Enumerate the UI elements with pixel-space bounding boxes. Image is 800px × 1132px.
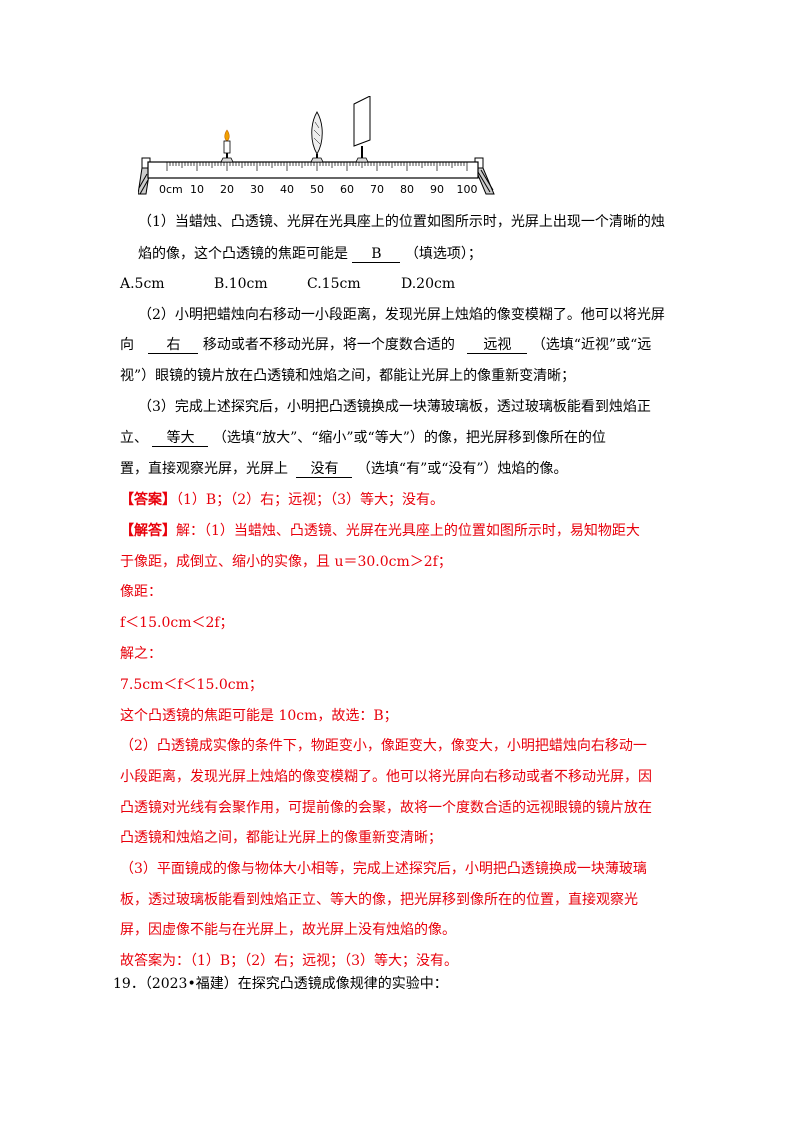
q1-option-a: A.5cm xyxy=(120,276,165,292)
solution-line-6: 7.5cm＜f＜15.0cm； xyxy=(120,677,263,693)
solution-line-1: 【解答】解：（1）当蜡烛、凸透镜、光屏在光具座上的位置如图所示时，易知物距大 xyxy=(120,521,640,541)
solution-line-7: 这个凸透镜的焦距可能是 10cm，故选：B； xyxy=(120,708,398,724)
candle xyxy=(220,129,234,163)
q2-line2-a: 向 xyxy=(120,337,134,353)
scale-label: 90 xyxy=(430,183,444,196)
solution-line-5: 解之： xyxy=(120,646,162,662)
solution-line-12: （3）平面镜成的像与物体大小相等，完成上述探究后，小明把凸透镜换成一块薄玻璃 xyxy=(120,861,647,877)
solution-line-8: （2）凸透镜成实像的条件下，物距变小，像距变大，像变大，小明把蜡烛向右移动一 xyxy=(120,738,647,754)
q1-line2-post: （填选项）； xyxy=(404,246,482,262)
solution-tag: 【解答】 xyxy=(120,523,176,539)
q3-blank-image: 没有 xyxy=(296,461,353,478)
scale-label: 80 xyxy=(400,183,414,196)
q1-line2-pre: 焰的像，这个凸透镜的焦距可能是 xyxy=(138,246,348,262)
answer-tag: 【答案】 xyxy=(120,492,176,508)
q1-option-d: D.20cm xyxy=(401,276,456,292)
solution-line-11: 凸透镜和烛焰之间，都能让光屏上的像重新变清晰； xyxy=(120,830,442,846)
solution-line-9: 小段距离，发现光屏上烛焰的像变模糊了。他可以将光屏向右移动或者不移动光屏，因 xyxy=(120,769,652,785)
q2-line2-b: 移动或者不移动光屏，将一个度数合适的 xyxy=(202,337,455,353)
solution-line-10: 凸透镜对光线有会聚作用，可提前像的会聚，故将一个度数合适的远视眼镜的镜片放在 xyxy=(120,800,652,816)
solution-text-1: 解：（1）当蜡烛、凸透镜、光屏在光具座上的位置如图所示时，易知物距大 xyxy=(176,523,640,539)
q3-line3: 置，直接观察光屏，光屏上 没有 （选填“有”或“没有”）烛焰的像。 xyxy=(120,459,568,479)
scale-label: 100 xyxy=(457,183,478,196)
next-question: 19．（2023•福建）在探究凸透镜成像规律的实验中： xyxy=(113,976,448,992)
scale-label: 50 xyxy=(310,183,324,196)
q3-line2-a: 立、 xyxy=(120,430,148,446)
scale-label: 70 xyxy=(370,183,384,196)
q2-line2-c: （选填“近视”或“远 xyxy=(531,337,652,353)
q1-option-b: B.10cm xyxy=(214,276,268,292)
q2-blank-direction: 右 xyxy=(148,337,199,354)
solution-line-4: f＜15.0cm＜2f； xyxy=(120,615,234,631)
answer-text: （1）B；（2）右；远视；（3）等大；没有。 xyxy=(176,492,445,508)
q3-blank-size: 等大 xyxy=(152,430,209,447)
q2-blank-lens-type: 远视 xyxy=(467,337,528,354)
q3-line3-b: （选填“有”或“没有”）烛焰的像。 xyxy=(356,461,568,477)
q2-line3: 视”）眼镜的镜片放在凸透镜和烛焰之间，都能让光屏上的像重新变清晰； xyxy=(120,368,576,384)
scale-label: 0cm xyxy=(159,183,183,196)
q3-line2: 立、 等大 （选填“放大”、“缩小”或“等大”）的像，把光屏移到像所在的位 xyxy=(120,428,606,448)
bench-right-foot xyxy=(474,157,495,195)
q3-line2-b: （选填“放大”、“缩小”或“等大”）的像，把光屏移到像所在的位 xyxy=(212,430,606,446)
solution-line-2: 于像距，成倒立、缩小的实像，且 u＝30.0cm＞2f； xyxy=(120,554,452,570)
scale-ticks xyxy=(166,162,468,171)
solution-line-13: 板，透过玻璃板能看到烛焰正立、等大的像，把光屏移到像所在的位置，直接观察光 xyxy=(120,892,638,908)
scale-labels: 0cm 10 20 30 40 50 60 70 80 90 100 xyxy=(159,183,478,196)
bench-left-foot xyxy=(138,157,151,195)
q1-line1: （1）当蜡烛、凸透镜、光屏在光具座上的位置如图所示时，光屏上出现一个清晰的烛 xyxy=(138,214,665,230)
scale-label: 10 xyxy=(190,183,204,196)
solution-final: 故答案为：（1）B；（2）右；远视；（3）等大；没有。 xyxy=(120,953,459,969)
scale-label: 20 xyxy=(220,183,234,196)
q1-answer-blank: B xyxy=(352,246,401,263)
scale-label: 60 xyxy=(340,183,354,196)
solution-line-14: 屏，因虚像不能与在光屏上，故光屏上没有烛焰的像。 xyxy=(120,922,456,938)
bench-rail xyxy=(147,161,479,179)
q1-line2: 焰的像，这个凸透镜的焦距可能是 B （填选项）； xyxy=(138,244,482,264)
answer-line: 【答案】（1）B；（2）右；远视；（3）等大；没有。 xyxy=(120,490,444,510)
q2-line2: 向 右 移动或者不移动光屏，将一个度数合适的 远视 （选填“近视”或“远 xyxy=(120,335,651,355)
q3-line3-a: 置，直接观察光屏，光屏上 xyxy=(120,461,288,477)
q3-line1: （3）完成上述探究后，小明把凸透镜换成一块薄玻璃板，透过玻璃板能看到烛焰正 xyxy=(138,399,651,415)
convex-lens xyxy=(310,111,324,163)
optical-bench-diagram: 0cm 10 20 30 40 50 60 70 80 90 100 xyxy=(138,96,495,196)
solution-line-3: 像距： xyxy=(120,584,162,600)
scale-label: 40 xyxy=(280,183,294,196)
q2-line1: （2）小明把蜡烛向右移动一小段距离，发现光屏上烛焰的像变模糊了。他可以将光屏 xyxy=(138,307,665,323)
q1-option-c: C.15cm xyxy=(307,276,361,292)
light-screen xyxy=(353,96,371,163)
scale-label: 30 xyxy=(250,183,264,196)
